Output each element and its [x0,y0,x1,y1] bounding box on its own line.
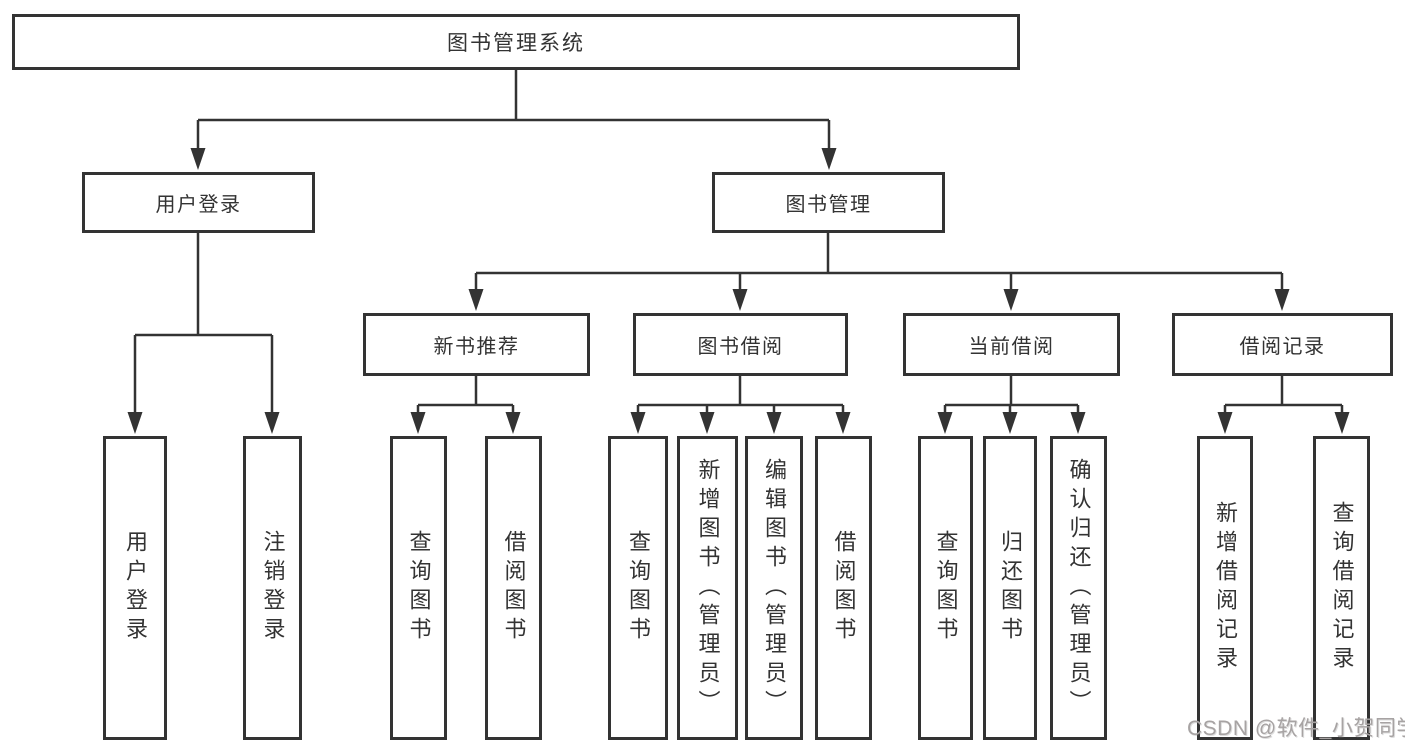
connector-book-management-to-level3 [474,233,1284,293]
node-current-borrowing: 当前借阅 [903,313,1120,376]
connector-user-login-to-leaves [133,233,274,416]
leaf-borrow-books: 借阅图书 [815,436,872,740]
watermark: CSDN @软件_小贺同学 [1187,717,1405,740]
leaf-confirm-return-admin: 确认归还（管理员） [1050,436,1107,740]
node-library-management-system: 图书管理系统 [12,14,1020,70]
connector-book-borrowing-to-leaves [636,376,845,416]
leaf-label: 编辑图书（管理员） [762,457,787,719]
leaf-label: 新增图书（管理员） [695,457,721,719]
leaf-add-book-admin: 新增图书（管理员） [677,436,738,740]
connector-current-borrowing-to-leaves [943,376,1080,416]
leaf-query-books-current: 查询图书 [918,436,973,740]
leaf-label: 归还图书 [998,530,1023,646]
node-new-book-recommend: 新书推荐 [363,313,590,376]
leaf-query-borrow-record: 查询借阅记录 [1313,436,1370,740]
leaf-borrow-books-recommend: 借阅图书 [485,436,542,740]
arrowhead-icons [127,148,1350,434]
leaf-edit-book-admin: 编辑图书（管理员） [745,436,803,740]
leaf-query-books-recommend: 查询图书 [390,436,447,740]
leaf-label: 借阅图书 [831,530,857,646]
leaf-label: 借阅图书 [501,530,527,646]
leaf-label: 用户登录 [123,530,148,646]
connector-borrowing-records-to-leaves [1223,376,1344,416]
leaf-query-books-borrowing: 查询图书 [608,436,668,740]
leaf-logout: 注销登录 [243,436,302,740]
leaf-label: 注销登录 [260,530,286,646]
node-book-management: 图书管理 [712,172,945,233]
node-borrowing-records: 借阅记录 [1172,313,1393,376]
leaf-return-books: 归还图书 [983,436,1037,740]
leaf-label: 查询图书 [626,530,651,646]
leaf-label: 查询图书 [933,530,959,646]
leaf-add-borrow-record: 新增借阅记录 [1197,436,1253,740]
leaf-user-login: 用户登录 [103,436,167,740]
connector-new-book-to-leaves [416,376,515,416]
node-user-login: 用户登录 [82,172,315,233]
node-book-borrowing: 图书借阅 [633,313,848,376]
leaf-label: 查询图书 [406,530,432,646]
leaf-label: 新增借阅记录 [1213,501,1238,675]
connector-root-to-level2 [196,70,831,152]
leaf-label: 确认归还（管理员） [1066,457,1092,719]
leaf-label: 查询借阅记录 [1329,501,1355,675]
